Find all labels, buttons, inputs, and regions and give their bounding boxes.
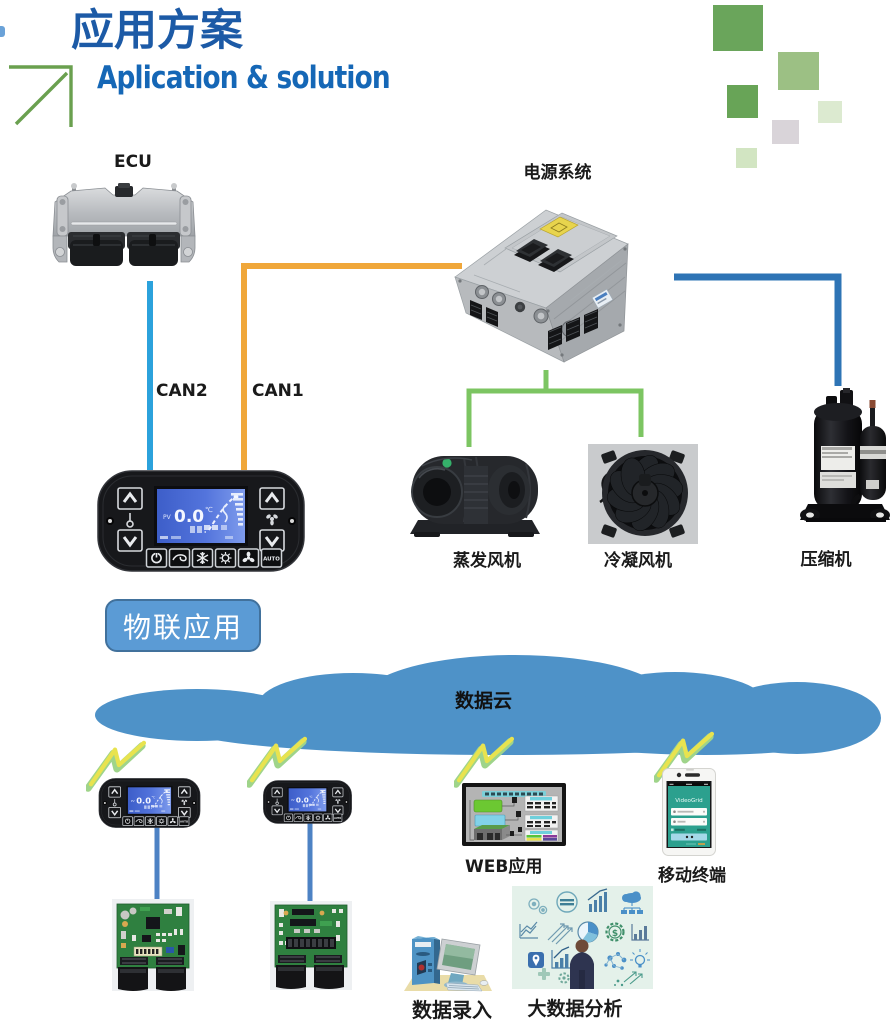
- big-data-label: 大数据分析: [527, 998, 623, 1020]
- can2-label: CAN2: [156, 381, 208, 401]
- power-system-label: 电源系统: [523, 163, 592, 183]
- evaporator-fan-label: 蒸发风机: [453, 551, 521, 571]
- can1-line: [241, 263, 462, 470]
- iot-badge: 物联应用: [105, 599, 261, 652]
- can1-label: CAN1: [252, 381, 304, 401]
- power-system-image: [454, 209, 629, 363]
- pcb-board-image: [112, 899, 194, 991]
- dollar-icon: $: [612, 929, 618, 939]
- mobile-label: 移动终端: [658, 866, 726, 886]
- compressor-line: [674, 273, 842, 386]
- web-app-label: WEB应用: [465, 857, 543, 877]
- pcb-board-image: [270, 901, 352, 990]
- condenser-fan-label: 冷凝风机: [604, 551, 672, 571]
- web-app-image: [462, 783, 566, 846]
- evaporator-fan-image: [410, 456, 540, 537]
- ecu-image: [52, 183, 196, 266]
- compressor-image: [800, 388, 890, 522]
- controller-image: [97, 470, 305, 572]
- big-data-image: $: [512, 886, 653, 989]
- data-cloud-shape: [95, 655, 881, 755]
- fan-branch-line: [466, 388, 644, 447]
- condenser-fan-image: [588, 444, 698, 544]
- lightning-icon: [454, 736, 514, 788]
- data-cloud-label: 数据云: [455, 690, 513, 712]
- data-entry-label: 数据录入: [412, 998, 492, 1022]
- iot-badge-label: 物联应用: [122, 610, 243, 644]
- page-title: 应用方案: [71, 6, 243, 56]
- page-subtitle: Aplication & solution: [97, 60, 391, 96]
- up-right-arrow-icon: [9, 65, 73, 127]
- ecu-label: ECU: [114, 152, 152, 172]
- compressor-label: 压缩机: [800, 550, 852, 570]
- mobile-phone-image: VideoGrid: [662, 768, 716, 856]
- data-entry-computer-image: [404, 936, 492, 992]
- iot-controller-image: [98, 778, 201, 828]
- mobile-app-logo: VideoGrid: [675, 798, 703, 804]
- page-edge-mark: [0, 26, 5, 37]
- iot-controller-image: [263, 780, 352, 824]
- deco-squares: [713, 5, 842, 168]
